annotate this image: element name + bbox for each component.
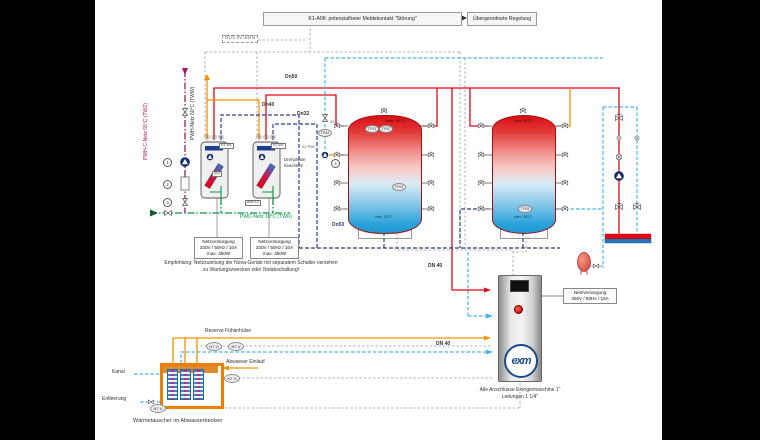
tank2-min-temp: min. 20°C — [514, 214, 532, 219]
reserve-sleeve-label: Reserve Fühlerhülse — [205, 328, 252, 334]
basin-caption: Wärmetauscher im Abwasserbecken — [133, 418, 223, 424]
dn50-top-label: Dn50 — [285, 74, 298, 80]
power-box-unit2-rating: 230V / 50Hz / 10A — [255, 244, 294, 250]
buffer-tank-1 — [348, 115, 422, 234]
regulation-box: Übergeordnete Regelung — [467, 12, 537, 26]
circulation-pipes — [134, 57, 638, 403]
sensor-tf02: TF02 — [379, 125, 393, 133]
basin-coil-3 — [193, 369, 204, 400]
exm-return-arrow-2 — [486, 349, 493, 355]
pwc-valve — [164, 210, 172, 216]
power-box-unit1-title: Netzversorgung — [202, 239, 235, 244]
pwhc-valve — [182, 108, 188, 116]
power-box-unit2-title: Netzversorgung — [258, 239, 291, 244]
cold-tank-pipes — [220, 114, 560, 249]
exm-note-line2: Leitungen 1 1/4" — [501, 394, 539, 400]
exm-return-arrow-1 — [486, 313, 493, 319]
circ-pump-p05 — [321, 151, 329, 159]
item-number-2: 2 — [163, 180, 172, 189]
exm-power-rating: 400V / 50Hz / 16A — [571, 295, 609, 301]
item-number-3: 3 — [163, 198, 172, 207]
power-box-unit1-max: max. 350W — [206, 250, 231, 256]
dn40-exm-top-label: DN 40 — [428, 263, 443, 269]
basin-coil-2 — [180, 369, 191, 400]
exm-power-title: Netzversorgung — [573, 290, 607, 295]
pwhc-component — [180, 176, 190, 191]
tank2-ports — [484, 125, 562, 210]
exm-power-box: Netzversorgung 400V / 50Hz / 16A — [563, 288, 617, 304]
sensor-tf03: TF03 — [392, 183, 406, 191]
sensor-nt-u-2: NT U — [150, 404, 166, 413]
sensor-tf01: TF01 — [365, 125, 379, 133]
kanal-label: Kanal — [112, 369, 125, 375]
phase-note-line1: Drehphase — [284, 157, 306, 162]
item-number-4: 4 — [331, 159, 340, 168]
sensor-nt-o-1: NT O — [206, 342, 222, 351]
distributor-hot-bar — [604, 233, 652, 240]
abwasser-inlet-label: Abwasser Einlauf — [226, 359, 265, 365]
item-number-1: 1 — [163, 158, 172, 167]
pwhc-pipe-label: PWH-C-Netz 55°C (TWZ) — [143, 103, 149, 160]
expansion-vessel — [577, 252, 603, 275]
tank1-min-temp: min. 20°C — [375, 214, 393, 219]
tank1-max-temp: max. 90°C — [386, 118, 405, 123]
control-wiring — [166, 24, 527, 409]
pwhc-flow-arrow — [182, 68, 188, 75]
exm-display — [510, 280, 529, 292]
unit2-tag: K2 W1 — [271, 143, 286, 149]
sensor-nt-u-1: NT U — [228, 342, 244, 351]
pwc-flow-arrow — [150, 209, 158, 217]
bus-intern-label: BUS INTERN — [222, 35, 259, 43]
nova-unit-2 — [252, 134, 281, 199]
tank1-ports — [340, 125, 428, 210]
recommendation-line1: Empfehlung: Netzzuleitung der Nova-Gerät… — [164, 260, 338, 266]
exm-source-inlet-arrow — [484, 335, 491, 341]
pwh-pipe-label: PWH-Netz 60°C (TWW) — [190, 86, 196, 140]
dn40-top-label: Dn40 — [262, 102, 275, 108]
circ-valve — [322, 114, 328, 122]
buffer-tank-2 — [492, 115, 556, 234]
recommendation-line2: zu Wartungszwecken oder Notabschaltung! — [202, 267, 300, 273]
circ-valve-circuit-label: K2 — [330, 120, 335, 124]
tank2-max-temp: max. 90°C — [513, 118, 533, 123]
basin-coil-1 — [167, 369, 178, 400]
dn32-label: Dn32 — [297, 111, 310, 117]
distributor-cold-bar — [604, 238, 652, 244]
cold-water-pipe — [150, 198, 290, 214]
pwhc-pump — [180, 157, 190, 167]
sensor-nt-o-2: NT O — [224, 374, 240, 383]
pwhc-valve-2 — [182, 198, 188, 206]
a02-tag: A02 — [212, 171, 223, 177]
power-box-unit2-max: max. 350W — [262, 250, 287, 256]
exm-note-line1: Alle Anschlüsse Exergiemaschine 1" — [479, 387, 561, 393]
power-box-unit1: Netzversorgung 230V / 50Hz / 10A max. 35… — [194, 237, 243, 259]
circ-pump-label: K2 P05 — [302, 145, 315, 149]
sensor-tf05: TF05 — [518, 205, 532, 213]
exm-red-button — [514, 305, 523, 314]
abwasser-inlet-arrow — [222, 365, 229, 371]
a06-tag: A06 K2 — [245, 200, 261, 206]
arrow-to-regulation — [462, 15, 467, 21]
fault-contact-box: K1-A06: potenzialfreier Meldekontakt "St… — [263, 12, 462, 26]
exm-hot-inlet-arrow — [484, 287, 491, 293]
sensor-tf04: TF04 — [318, 129, 332, 137]
power-box-unit1-rating: 230V / 50Hz / 10A — [199, 244, 238, 250]
unit1-tag: K1 W1 — [219, 143, 234, 149]
drain-valve — [147, 399, 155, 405]
pwc-pipe-label: PWC-Netz 10°C (TWK) — [240, 214, 292, 220]
dn40-exm-bottom-label: DN 40 — [436, 341, 451, 347]
unit-power-cables — [216, 198, 270, 237]
pwh-flow-arrow — [204, 74, 210, 80]
phase-note-line2: beachten! — [284, 163, 304, 168]
drain-label: Entleerung — [102, 396, 127, 402]
dn50-bottom-label: Dn50 — [332, 222, 345, 228]
exm-logo: exm — [504, 344, 538, 378]
power-box-unit2: Netzversorgung 230V / 50Hz / 10A max. 35… — [250, 237, 299, 259]
